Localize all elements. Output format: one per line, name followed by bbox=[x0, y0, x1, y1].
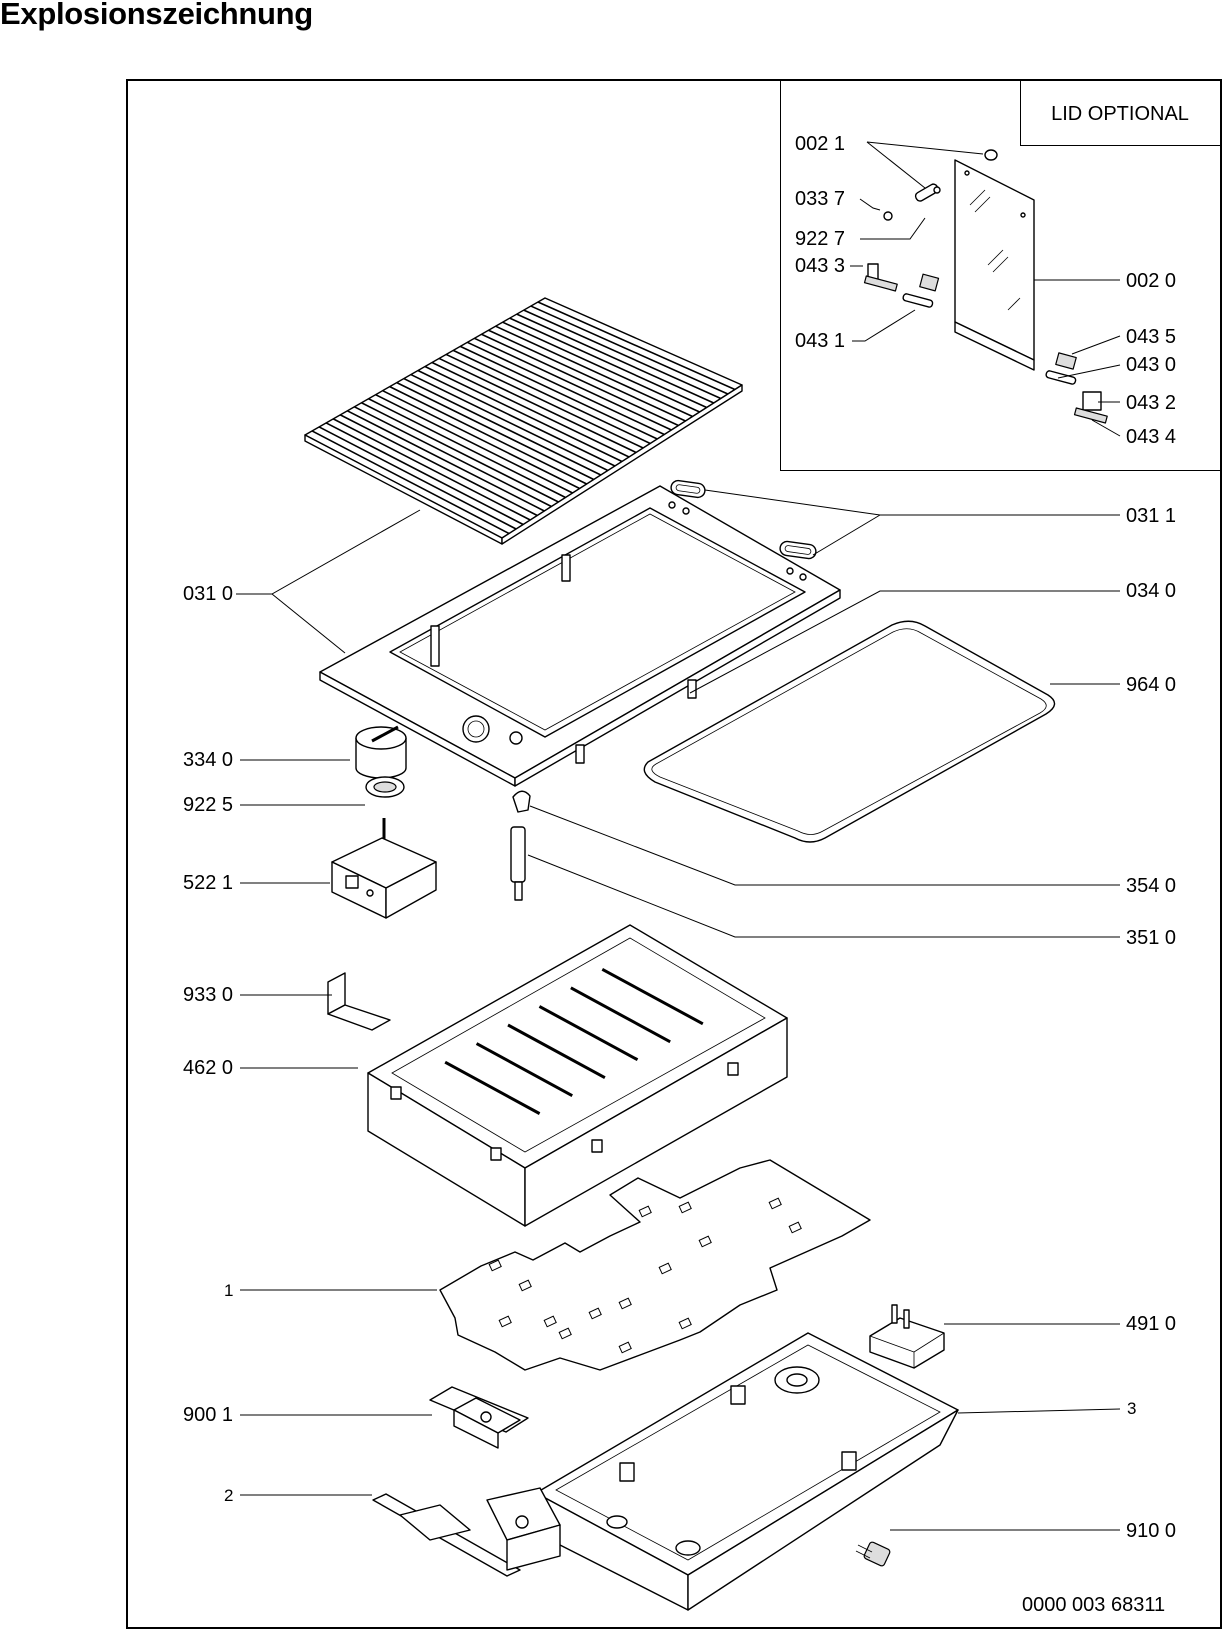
part-label-334-0: 334 0 bbox=[183, 749, 234, 771]
bottom-housing bbox=[535, 1332, 959, 1611]
part-label-043-3: 043 3 bbox=[795, 255, 846, 277]
page-title: Explosionszeichnung bbox=[0, 0, 313, 31]
lid-inset-box bbox=[780, 81, 1220, 471]
part-label-002-0: 002 0 bbox=[1126, 270, 1177, 292]
mounting-bracket bbox=[327, 972, 391, 1031]
diagram-frame bbox=[126, 79, 1222, 1629]
part-label-043-0: 043 0 bbox=[1126, 354, 1177, 376]
lid-optional-label: LID OPTIONAL bbox=[1051, 103, 1189, 125]
part-label-043-1: 043 1 bbox=[795, 330, 846, 352]
part-label-933-0: 933 0 bbox=[183, 984, 234, 1006]
part-label-043-5: 043 5 bbox=[1126, 326, 1177, 348]
part-label-002-1: 002 1 bbox=[795, 133, 846, 155]
frame-grommets bbox=[670, 479, 817, 560]
lid-glass bbox=[954, 149, 1035, 371]
document-number: 0000 003 68311 bbox=[1022, 1594, 1166, 1616]
cooktop-frame bbox=[319, 485, 841, 787]
switch-assembly bbox=[429, 1386, 529, 1449]
part-label-900-1: 900 1 bbox=[183, 1404, 234, 1426]
grill-grate bbox=[304, 297, 743, 545]
part-label-922-7: 922 7 bbox=[795, 228, 846, 250]
thermostat bbox=[331, 818, 437, 919]
part-label-034-0: 034 0 bbox=[1126, 580, 1177, 602]
seal-gasket bbox=[643, 620, 1056, 843]
lid-label-box bbox=[1020, 81, 1220, 146]
mounting-rail bbox=[372, 1487, 561, 1577]
part-label-964-0: 964 0 bbox=[1126, 674, 1177, 696]
part-label-922-5: 922 5 bbox=[183, 794, 234, 816]
lamp-holder bbox=[869, 1304, 945, 1369]
part-label-2: 2 bbox=[224, 1486, 234, 1505]
part-label-043-2: 043 2 bbox=[1126, 392, 1177, 414]
heating-element-tray bbox=[367, 924, 788, 1227]
part-label-3: 3 bbox=[1127, 1399, 1137, 1418]
part-label-491-0: 491 0 bbox=[1126, 1313, 1177, 1335]
leader-lines bbox=[236, 141, 1121, 1531]
screw bbox=[855, 1541, 891, 1567]
part-label-031-1: 031 1 bbox=[1126, 505, 1177, 527]
part-label-351-0: 351 0 bbox=[1126, 927, 1177, 949]
part-label-354-0: 354 0 bbox=[1126, 875, 1177, 897]
part-label-1: 1 bbox=[224, 1281, 234, 1300]
part-label-522-1: 522 1 bbox=[183, 872, 234, 894]
control-knob bbox=[355, 725, 407, 779]
part-label-462-0: 462 0 bbox=[183, 1057, 234, 1079]
part-label-910-0: 910 0 bbox=[1126, 1520, 1177, 1542]
part-label-033-7: 033 7 bbox=[795, 188, 846, 210]
indicator-lamp bbox=[512, 790, 531, 813]
part-label-031-0: 031 0 bbox=[183, 583, 234, 605]
base-plate bbox=[439, 1159, 871, 1371]
sensor-rod bbox=[510, 826, 526, 901]
part-label-043-4: 043 4 bbox=[1126, 426, 1177, 448]
knob-seal-ring bbox=[365, 776, 405, 798]
